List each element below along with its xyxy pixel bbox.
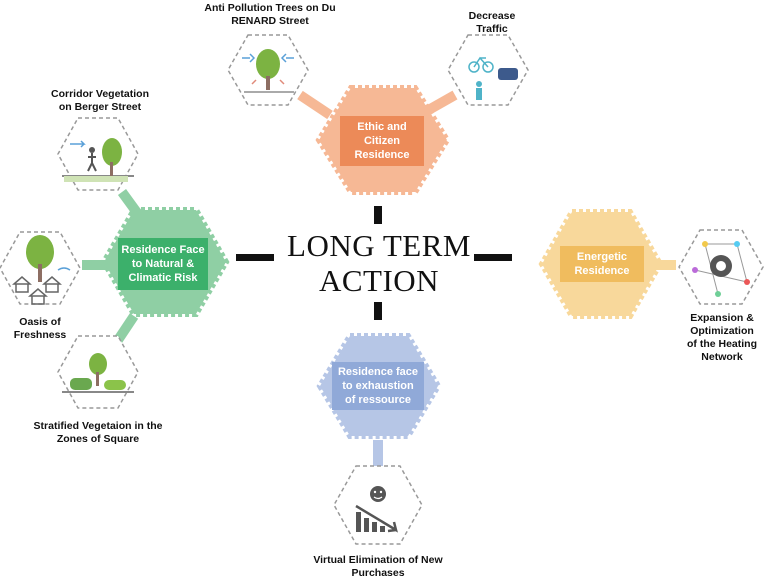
center-title-line1: LONG TERM bbox=[287, 228, 471, 263]
hex-ressource bbox=[316, 333, 442, 439]
action-heating-line4: Network bbox=[701, 351, 743, 363]
bicycle-car-icon bbox=[468, 56, 518, 100]
theme-ethic-line1: Ethic and bbox=[357, 121, 407, 133]
action-oasis-line2: Freshness bbox=[13, 329, 67, 341]
action-stratified-line2: Zones of Square bbox=[56, 433, 140, 445]
connector-natural-bottom bbox=[113, 313, 139, 343]
hex-natural-box bbox=[118, 238, 208, 290]
theme-ressource-label: Residence face to exhaustion of ressourc… bbox=[332, 362, 424, 410]
action-traffic-line1: Decrease bbox=[468, 10, 516, 22]
hex-ethic bbox=[315, 85, 451, 195]
hex-energetic bbox=[538, 209, 664, 319]
connector-left bbox=[236, 254, 274, 261]
theme-ethic-line2: Citizen bbox=[363, 135, 401, 147]
theme-natural-line3: Climatic Risk bbox=[128, 272, 198, 284]
action-corridor-line1: Corridor Vegetation bbox=[50, 88, 149, 100]
hex-outline-traffic bbox=[447, 34, 529, 106]
action-traffic-line2: Traffic bbox=[476, 23, 508, 35]
action-heating-line1: Expansion & bbox=[690, 312, 754, 324]
action-stratified-label: Stratified Vegetaion in the Zones of Squ… bbox=[16, 420, 180, 446]
hex-outline-corridor bbox=[57, 117, 139, 191]
theme-natural-label: Residence Face to Natural & Climatic Ris… bbox=[118, 238, 208, 290]
action-anti-pollution-line1: Anti Pollution Trees on Du bbox=[204, 2, 336, 14]
hex-energetic-box bbox=[560, 246, 644, 282]
action-corridor-line2: on Berger Street bbox=[58, 101, 142, 113]
center-title: LONG TERM ACTION bbox=[286, 228, 472, 298]
action-oasis-label: Oasis of Freshness bbox=[0, 316, 80, 342]
shrubs-icon bbox=[62, 353, 134, 393]
action-purchases-line1: Virtual Elimination of New bbox=[313, 554, 443, 566]
declining-chart-icon bbox=[355, 486, 398, 533]
connector-bottom bbox=[374, 302, 382, 320]
hex-ethic-box bbox=[340, 116, 424, 166]
tree-houses-icon bbox=[12, 235, 71, 305]
theme-ethic-label: Ethic and Citizen Residence bbox=[340, 116, 424, 166]
connector-right bbox=[474, 254, 512, 261]
hex-ressource-box bbox=[332, 362, 424, 410]
theme-energetic-line2: Residence bbox=[574, 265, 630, 277]
action-purchases-label: Virtual Elimination of New Purchases bbox=[290, 554, 466, 580]
theme-energetic-label: Energetic Residence bbox=[560, 246, 644, 282]
action-purchases-line2: Purchases bbox=[351, 567, 405, 579]
hex-outline-purchases bbox=[333, 465, 423, 545]
theme-ethic-line3: Residence bbox=[354, 149, 410, 161]
action-oasis-line1: Oasis of bbox=[19, 316, 61, 328]
action-anti-pollution-label: Anti Pollution Trees on Du RENARD Street bbox=[190, 2, 350, 28]
gear-network-icon bbox=[692, 241, 750, 297]
walking-person-tree-icon bbox=[62, 138, 134, 182]
theme-energetic-line1: Energetic bbox=[576, 251, 628, 263]
theme-ressource-line2: to exhaustion bbox=[342, 380, 414, 392]
theme-natural-line1: Residence Face bbox=[121, 244, 205, 256]
action-heating-line2: Optimization bbox=[690, 325, 754, 337]
connector-ethic-right bbox=[422, 90, 458, 117]
connector-top bbox=[374, 206, 382, 224]
action-stratified-line1: Stratified Vegetaion in the bbox=[33, 420, 163, 432]
connector-ethic-left bbox=[297, 90, 333, 120]
action-traffic-label: Decrease Traffic bbox=[452, 10, 532, 36]
tree-icon bbox=[242, 49, 294, 93]
theme-ressource-line3: of ressource bbox=[344, 394, 412, 406]
center-title-line2: ACTION bbox=[318, 263, 440, 298]
action-corridor-label: Corridor Vegetation on Berger Street bbox=[30, 88, 170, 114]
action-anti-pollution-line2: RENARD Street bbox=[231, 15, 309, 27]
theme-ressource-line1: Residence face bbox=[337, 366, 419, 378]
action-heating-line3: of the Heating bbox=[687, 338, 757, 350]
hex-natural bbox=[100, 207, 230, 317]
theme-natural-line2: to Natural & bbox=[131, 258, 195, 270]
center-connectors bbox=[236, 206, 512, 320]
action-heating-label: Expansion & Optimization of the Heating … bbox=[676, 312, 768, 364]
